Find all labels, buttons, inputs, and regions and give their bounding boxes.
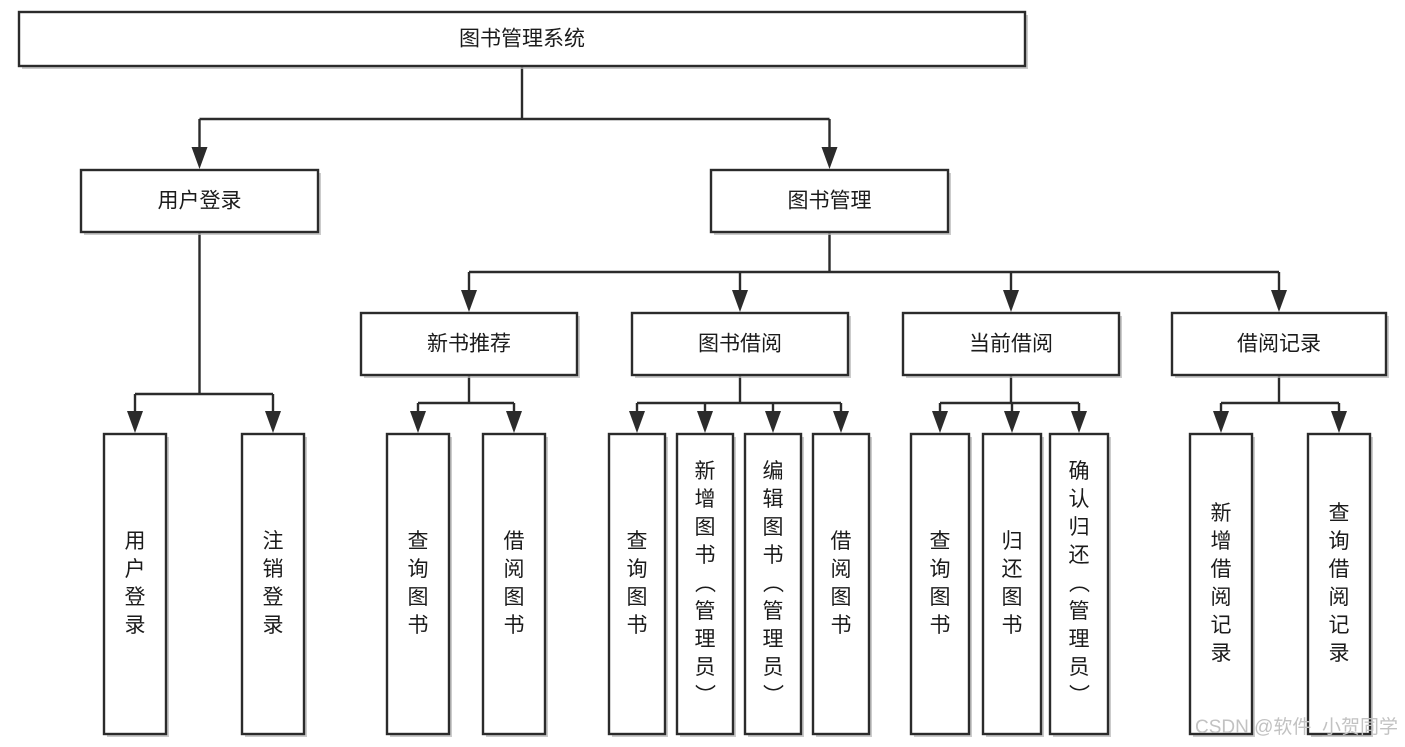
arrow-head-icon xyxy=(932,411,948,433)
node-box[interactable] xyxy=(481,432,547,736)
node-leaf-query-book-borrow[interactable]: 查询图书 xyxy=(607,432,668,737)
node-label: 当前借阅 xyxy=(969,333,1053,356)
node-root[interactable]: 图书管理系统 xyxy=(17,10,1028,69)
node-label: 用户登录 xyxy=(125,530,146,637)
node-box[interactable] xyxy=(1306,432,1372,736)
node-box[interactable] xyxy=(1188,432,1254,736)
node-box[interactable] xyxy=(709,168,950,234)
node-label: 注销登录 xyxy=(263,530,284,637)
arrow-head-icon xyxy=(1004,411,1020,433)
node-current-borrow[interactable]: 当前借阅 xyxy=(901,311,1122,378)
edge-current-borrow-branch xyxy=(932,375,1087,433)
node-leaf-add-borrow-record[interactable]: 新增借阅记录 xyxy=(1188,432,1255,737)
arrow-head-icon xyxy=(1331,411,1347,433)
node-box[interactable] xyxy=(811,432,871,736)
node-label: 借阅图书 xyxy=(504,530,525,637)
node-leaf-confirm-return-admin[interactable]: 确认归还（管理员） xyxy=(1048,432,1111,737)
node-box[interactable] xyxy=(901,311,1121,377)
edge-user-login-branch xyxy=(127,232,281,433)
csdn-watermark: CSDN @软件_小贺同学 xyxy=(1195,716,1398,738)
arrow-head-icon xyxy=(265,411,281,433)
node-label: 查询图书 xyxy=(930,530,951,637)
arrow-head-icon xyxy=(1003,290,1019,312)
node-label: 图书借阅 xyxy=(698,333,782,356)
node-book-management[interactable]: 图书管理 xyxy=(709,168,951,235)
arrow-head-icon xyxy=(1213,411,1229,433)
node-label: 确认归还（管理员） xyxy=(1069,460,1091,707)
arrow-head-icon xyxy=(191,147,208,169)
node-box[interactable] xyxy=(102,432,168,736)
arrow-head-icon xyxy=(127,411,143,433)
arrow-head-icon xyxy=(833,411,849,433)
arrow-head-icon xyxy=(410,411,426,433)
arrow-head-icon xyxy=(1071,411,1087,433)
edge-book-management-branch xyxy=(461,232,1287,312)
node-leaf-borrow-book[interactable]: 借阅图书 xyxy=(811,432,872,737)
node-box[interactable] xyxy=(79,168,320,234)
node-label: 用户登录 xyxy=(158,190,242,213)
edge-root-branch xyxy=(191,66,838,169)
node-leaf-add-book-admin[interactable]: 新增图书（管理员） xyxy=(675,432,736,737)
arrow-head-icon xyxy=(1271,290,1287,312)
arrow-head-icon xyxy=(821,147,838,169)
edge-borrow-record-branch xyxy=(1213,375,1347,433)
node-leaf-edit-book-admin[interactable]: 编辑图书（管理员） xyxy=(743,432,804,737)
node-label: 编辑图书（管理员） xyxy=(763,460,785,707)
node-label: 查询图书 xyxy=(408,530,429,637)
node-label: 借阅记录 xyxy=(1237,333,1321,356)
arrow-head-icon xyxy=(506,411,522,433)
node-label: 新增借阅记录 xyxy=(1211,502,1232,665)
node-leaf-user-login[interactable]: 用户登录 xyxy=(102,432,169,737)
node-label: 查询图书 xyxy=(627,530,648,637)
node-label: 新书推荐 xyxy=(427,333,511,356)
arrow-head-icon xyxy=(629,411,645,433)
edge-new-book-branch xyxy=(410,375,522,433)
node-box[interactable] xyxy=(743,432,803,736)
node-box[interactable] xyxy=(385,432,451,736)
node-label: 借阅图书 xyxy=(831,530,852,637)
node-leaf-query-borrow-record[interactable]: 查询借阅记录 xyxy=(1306,432,1373,737)
node-label: 新增图书（管理员） xyxy=(695,460,717,707)
node-box[interactable] xyxy=(981,432,1043,736)
node-user-login[interactable]: 用户登录 xyxy=(79,168,321,235)
node-box[interactable] xyxy=(909,432,971,736)
node-leaf-query-book-current[interactable]: 查询图书 xyxy=(909,432,972,737)
node-box[interactable] xyxy=(359,311,579,377)
node-box[interactable] xyxy=(240,432,306,736)
arrow-head-icon xyxy=(697,411,713,433)
node-leaf-borrow-book-recommend[interactable]: 借阅图书 xyxy=(481,432,548,737)
node-leaf-query-book-recommend[interactable]: 查询图书 xyxy=(385,432,452,737)
node-book-borrow[interactable]: 图书借阅 xyxy=(630,311,851,378)
arrow-head-icon xyxy=(732,290,748,312)
node-box[interactable] xyxy=(630,311,850,377)
node-layer: 图书管理系统用户登录图书管理新书推荐图书借阅当前借阅借阅记录用户登录注销登录查询… xyxy=(17,10,1389,737)
node-leaf-return-book[interactable]: 归还图书 xyxy=(981,432,1044,737)
node-label: 查询借阅记录 xyxy=(1329,502,1350,665)
connector-layer xyxy=(127,66,1347,433)
node-box[interactable] xyxy=(1170,311,1388,377)
node-label: 图书管理 xyxy=(788,190,872,213)
edge-book-borrow-branch xyxy=(629,375,849,433)
node-box[interactable] xyxy=(17,10,1027,68)
node-box[interactable] xyxy=(1048,432,1110,736)
arrow-head-icon xyxy=(461,290,477,312)
node-label: 图书管理系统 xyxy=(459,28,585,51)
arrow-head-icon xyxy=(765,411,781,433)
node-box[interactable] xyxy=(675,432,735,736)
node-box[interactable] xyxy=(607,432,667,736)
node-leaf-logout[interactable]: 注销登录 xyxy=(240,432,307,737)
node-borrow-record[interactable]: 借阅记录 xyxy=(1170,311,1389,378)
node-label: 归还图书 xyxy=(1002,530,1023,637)
node-new-book-recommend[interactable]: 新书推荐 xyxy=(359,311,580,378)
